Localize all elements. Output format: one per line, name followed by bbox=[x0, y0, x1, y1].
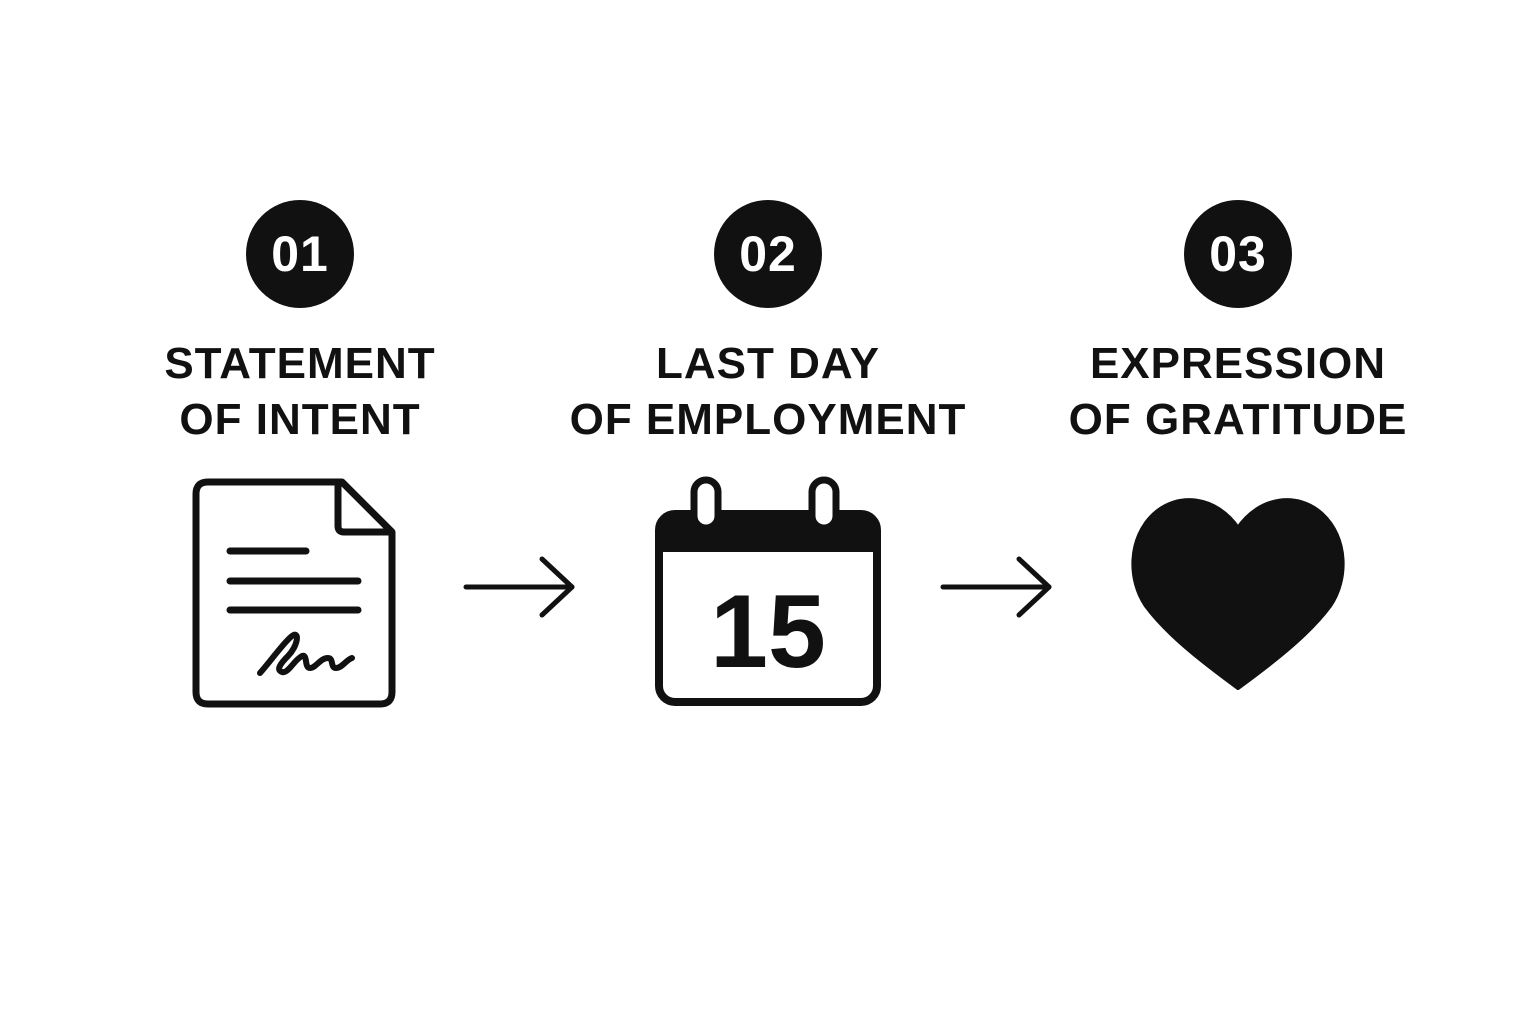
step-number-badge: 02 bbox=[714, 200, 822, 308]
step-title-line-2: OF INTENT bbox=[179, 395, 421, 444]
step-number-badge: 01 bbox=[246, 200, 354, 308]
calendar-icon: 15 bbox=[655, 476, 881, 706]
step-title: LAST DAY OF EMPLOYMENT bbox=[558, 336, 978, 448]
step-title-line-1: LAST DAY bbox=[656, 339, 880, 388]
heart-icon bbox=[1131, 498, 1345, 690]
calendar-day-number: 15 bbox=[710, 574, 826, 690]
step-title-line-2: OF EMPLOYMENT bbox=[569, 395, 967, 444]
arrow-right-icon bbox=[940, 556, 1052, 618]
step-title-line-2: OF GRATITUDE bbox=[1068, 395, 1408, 444]
step-title-line-1: STATEMENT bbox=[164, 339, 436, 388]
step-number-badge: 03 bbox=[1184, 200, 1292, 308]
step-title: STATEMENT OF INTENT bbox=[90, 336, 510, 448]
step-title-line-1: EXPRESSION bbox=[1089, 339, 1387, 388]
arrow-right-icon bbox=[463, 556, 575, 618]
signed-document-icon bbox=[192, 478, 396, 708]
step-title: EXPRESSION OF GRATITUDE bbox=[1028, 336, 1448, 448]
